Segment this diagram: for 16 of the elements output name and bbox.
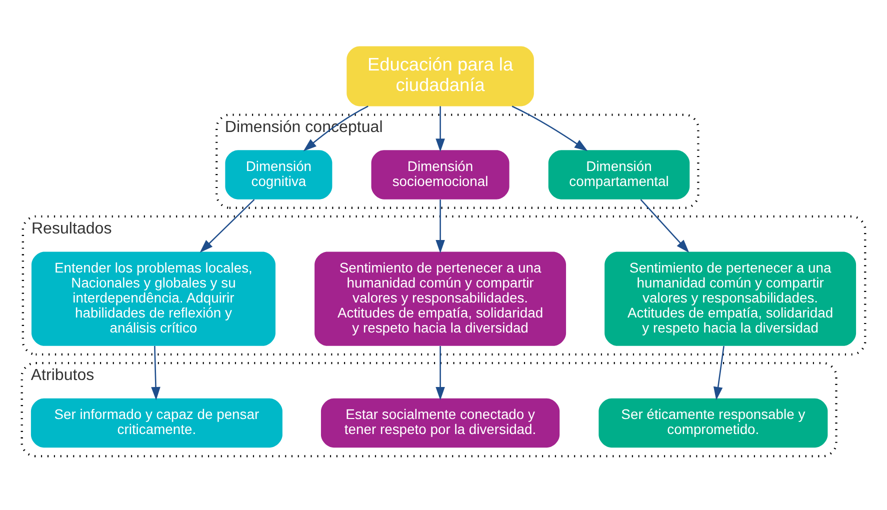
arrow <box>436 199 445 253</box>
node-box: Dimensión cognitiva <box>225 150 332 199</box>
arrow <box>512 105 588 151</box>
node-box: Dimensión socioemocional <box>371 150 510 199</box>
arrow <box>151 346 160 400</box>
node-box: Ser éticamente responsable y comprometido. <box>598 398 828 448</box>
node-box: Sentimiento de pertenecer a una humanidad común y compartir valores y responsabilidades. Actitudes de empatía, solidaridad y respeto hacia la diversidad <box>604 251 856 346</box>
node-box: Entender los problemas locales, Nacionales y globales y su interdependência. Adquirir habilidades de reflexión y análisis crítico <box>31 251 276 346</box>
node-box: Sentimiento de pertenecer a una humanidad común y compartir valores y responsabilidades. Actitudes de empatía, solidaridad y respeto hacia la diversidad <box>314 251 566 346</box>
arrow <box>713 345 724 400</box>
node-box: Estar socialmente conectado y tener respeto por la diversidad. <box>320 398 560 448</box>
arrow <box>436 106 445 152</box>
node-box: Educación para la ciudadanía <box>346 46 534 106</box>
node-box: Ser informado y capaz de pensar criticamente. <box>30 398 282 448</box>
node-box: Dimensión compartamental <box>548 150 690 199</box>
arrow <box>436 346 445 400</box>
